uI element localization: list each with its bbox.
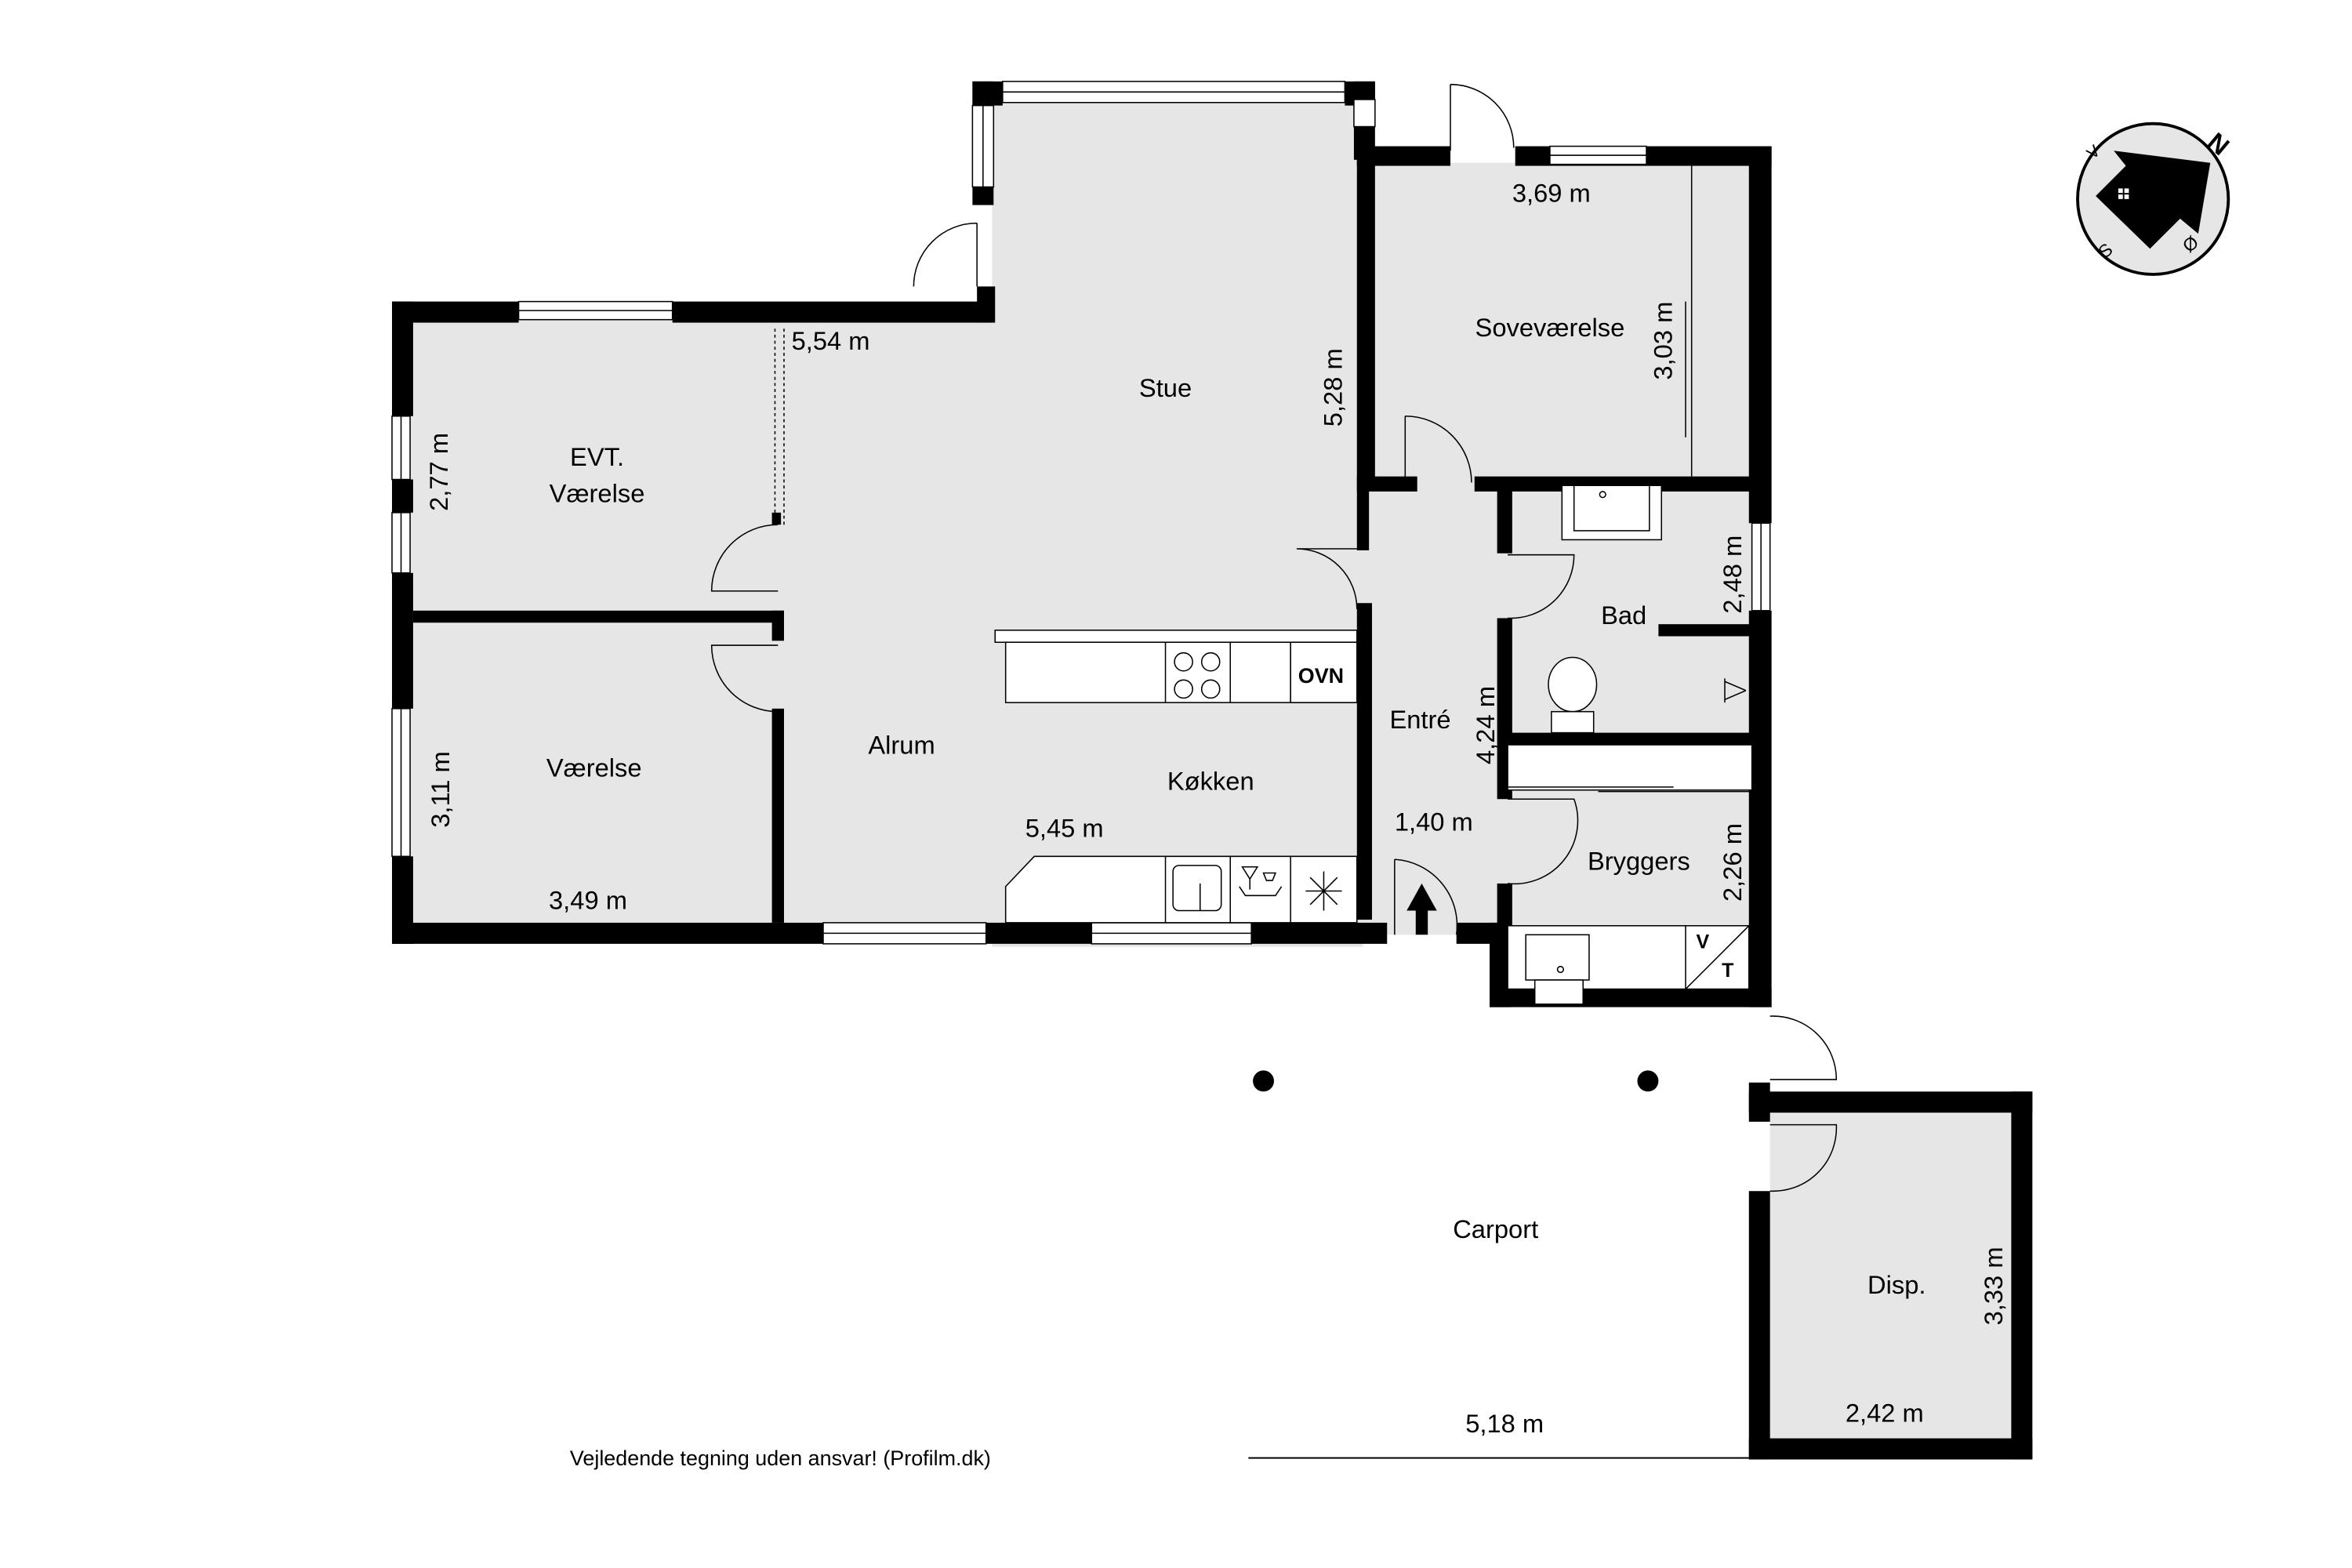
room-label-evt-vaerelse: Værelse bbox=[550, 478, 645, 507]
dimension-labels: 5,54 m 5,28 m 3,69 m 3,03 m 2,77 m 3,11 … bbox=[424, 179, 2008, 1438]
dim-carport-width: 5,18 m bbox=[1465, 1409, 1544, 1438]
dim-stue-width: 5,54 m bbox=[792, 326, 870, 355]
room-label-kokken: Køkken bbox=[1167, 767, 1254, 796]
floor-alrum bbox=[778, 319, 1367, 923]
dim-bad-height: 2,48 m bbox=[1718, 535, 1747, 614]
dim-sove-height: 3,03 m bbox=[1649, 302, 1678, 380]
room-label-bad: Bad bbox=[1601, 601, 1646, 630]
dim-alrum-width: 5,45 m bbox=[1025, 813, 1104, 842]
dim-vaerelse-width: 3,49 m bbox=[549, 886, 627, 915]
kitchen-counter-bottom bbox=[1004, 855, 1358, 924]
floor-sove bbox=[1366, 162, 1752, 488]
doors bbox=[710, 83, 1838, 1192]
floor-entre bbox=[1366, 482, 1508, 935]
room-label-stue: Stue bbox=[1139, 373, 1192, 402]
carport-post bbox=[1253, 1070, 1274, 1092]
disclaimer-text: Vejledende tegning uden ansvar! (Profilm… bbox=[570, 1446, 991, 1470]
windows bbox=[391, 81, 1771, 945]
carport-post bbox=[1637, 1070, 1659, 1092]
dim-disp-width: 2,42 m bbox=[1846, 1398, 1924, 1427]
room-label-carport: Carport bbox=[1453, 1214, 1538, 1243]
dim-evt-height: 2,77 m bbox=[424, 433, 453, 511]
floor-vaerelse bbox=[410, 621, 782, 923]
dim-entre-width: 1,40 m bbox=[1395, 808, 1473, 837]
room-label-alrum: Alrum bbox=[868, 731, 935, 760]
floor-evt bbox=[410, 319, 782, 615]
room-label-sovevaerelse: Soveværelse bbox=[1475, 313, 1625, 342]
dim-bryggers-height: 2,26 m bbox=[1718, 823, 1747, 902]
dim-disp-height: 3,33 m bbox=[1979, 1247, 2008, 1325]
oven-label: OVN bbox=[1298, 664, 1344, 688]
dim-stue-height: 5,28 m bbox=[1319, 348, 1348, 426]
dim-vaerelse-height: 3,11 m bbox=[426, 751, 455, 828]
walls bbox=[392, 81, 2033, 1460]
dim-entre-height: 4,24 m bbox=[1471, 686, 1500, 764]
room-labels: Stue Soveværelse EVT. Værelse Værelse Al… bbox=[546, 313, 1926, 1299]
room-label-evt: EVT. bbox=[570, 442, 624, 471]
bryggers-fixtures bbox=[1507, 925, 1750, 1005]
entrance-arrow-icon bbox=[1406, 883, 1437, 935]
dim-sove-width: 3,69 m bbox=[1512, 179, 1591, 208]
room-label-entre: Entré bbox=[1389, 705, 1450, 734]
room-label-bryggers: Bryggers bbox=[1588, 847, 1690, 876]
room-label-vaerelse: Værelse bbox=[546, 753, 642, 782]
compass-icon: N V S Ø bbox=[2076, 122, 2235, 276]
floor-bryggers bbox=[1504, 789, 1752, 926]
washer-label: V bbox=[1696, 931, 1709, 953]
floors bbox=[410, 102, 2015, 1442]
oven-box bbox=[1290, 641, 1358, 703]
dryer-label: T bbox=[1722, 960, 1733, 982]
floor-disp bbox=[1769, 1112, 2015, 1442]
room-label-disp: Disp. bbox=[1867, 1270, 1926, 1299]
bath-fixtures bbox=[1507, 485, 1753, 793]
